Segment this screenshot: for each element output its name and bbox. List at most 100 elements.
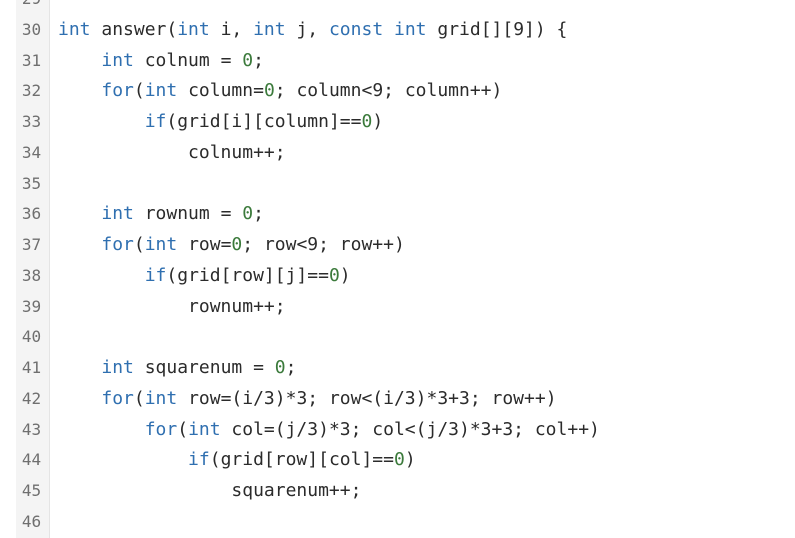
- code-text[interactable]: for(int column=0; column<9; column++): [58, 76, 502, 107]
- code-token: [383, 19, 394, 40]
- code-text[interactable]: if(grid[row][col]==0): [58, 445, 416, 476]
- keyword-token: for: [144, 418, 178, 440]
- keyword-token: if: [188, 449, 210, 471]
- code-token: row=(i/3)*3; row<(i/3)*3+3; row++): [177, 387, 557, 409]
- line-number: 34: [21, 142, 42, 162]
- code-token: rownum =: [133, 203, 243, 225]
- code-line[interactable]: 44 if(grid[row][col]==0): [0, 445, 795, 476]
- code-text[interactable]: rownum++;: [58, 292, 286, 323]
- line-number: 42: [21, 388, 42, 408]
- line-number: 44: [21, 450, 42, 470]
- indent: [58, 480, 231, 501]
- code-text[interactable]: for(int row=(i/3)*3; row<(i/3)*3+3; row+…: [58, 384, 557, 415]
- code-text[interactable]: if(grid[row][j]==0): [58, 261, 351, 292]
- keyword-token: int: [101, 357, 134, 379]
- code-line[interactable]: 41 int squarenum = 0;: [0, 353, 795, 384]
- indent: [58, 234, 101, 255]
- code-line[interactable]: 37 for(int row=0; row<9; row++): [0, 230, 795, 261]
- indent: [58, 449, 188, 470]
- code-token: colnum =: [133, 49, 243, 71]
- code-line[interactable]: 38 if(grid[row][j]==0): [0, 261, 795, 292]
- keyword-token: const: [328, 18, 384, 40]
- line-number: 30: [21, 19, 42, 39]
- code-token: column=: [177, 80, 264, 102]
- line-number: 35: [21, 173, 42, 193]
- code-token: grid[][9]) {: [426, 18, 568, 40]
- keyword-token: if: [144, 111, 167, 133]
- code-line[interactable]: 43 for(int col=(j/3)*3; col<(j/3)*3+3; c…: [0, 415, 795, 446]
- keyword-token: int: [101, 49, 134, 71]
- code-line[interactable]: 29: [0, 0, 795, 15]
- line-number: 37: [21, 235, 42, 255]
- code-text[interactable]: colnum++;: [58, 138, 286, 169]
- number-token: 0: [393, 449, 405, 471]
- code-token: ): [372, 111, 384, 133]
- line-number: 45: [21, 481, 42, 501]
- line-number: 41: [21, 358, 42, 378]
- indent: [58, 296, 188, 317]
- code-text[interactable]: for(int row=0; row<9; row++): [58, 230, 404, 261]
- line-number: 46: [21, 512, 42, 532]
- number-token: 0: [328, 264, 340, 286]
- keyword-token: int: [188, 418, 221, 440]
- keyword-token: for: [101, 387, 134, 409]
- code-text[interactable]: int answer(int i, int j, const int grid[…: [58, 15, 567, 46]
- code-token: ): [404, 449, 416, 471]
- number-token: 0: [361, 111, 373, 133]
- code-token: i,: [209, 18, 254, 40]
- indent: [58, 265, 145, 286]
- code-token: (: [133, 80, 145, 102]
- number-token: 0: [263, 80, 275, 102]
- keyword-token: for: [101, 80, 134, 102]
- line-number: 32: [21, 81, 42, 101]
- code-text[interactable]: int squarenum = 0;: [58, 353, 296, 384]
- code-text[interactable]: int colnum = 0;: [58, 46, 264, 77]
- code-token: rownum++;: [188, 295, 286, 317]
- code-line[interactable]: 36 int rownum = 0;: [0, 199, 795, 230]
- code-token: col=(j/3)*3; col<(j/3)*3+3; col++): [220, 418, 600, 440]
- line-number: 43: [21, 419, 42, 439]
- code-line[interactable]: 39 rownum++;: [0, 292, 795, 323]
- code-token: (grid[row][col]==: [209, 449, 394, 471]
- line-number: 36: [21, 204, 42, 224]
- keyword-token: int: [144, 80, 178, 102]
- keyword-token: int: [144, 234, 178, 256]
- keyword-token: for: [101, 234, 134, 256]
- indent: [58, 388, 101, 409]
- code-token: ): [339, 264, 351, 286]
- code-text[interactable]: int rownum = 0;: [58, 199, 264, 230]
- code-text[interactable]: squarenum++;: [58, 476, 361, 507]
- code-token: (: [133, 234, 145, 256]
- code-line[interactable]: 45 squarenum++;: [0, 476, 795, 507]
- code-line[interactable]: 32 for(int column=0; column<9; column++): [0, 76, 795, 107]
- code-line[interactable]: 34 colnum++;: [0, 138, 795, 169]
- code-token: j,: [285, 18, 329, 40]
- number-token: 0: [231, 234, 243, 256]
- code-line[interactable]: 42 for(int row=(i/3)*3; row<(i/3)*3+3; r…: [0, 384, 795, 415]
- code-line[interactable]: 35: [0, 169, 795, 200]
- code-token: ;: [253, 203, 264, 225]
- keyword-token: int: [394, 18, 427, 40]
- code-token: ;: [285, 357, 297, 379]
- indent: [58, 357, 101, 378]
- line-number: 33: [21, 112, 42, 132]
- number-token: 0: [242, 49, 254, 71]
- indent: [58, 50, 101, 71]
- code-line[interactable]: 31 int colnum = 0;: [0, 46, 795, 77]
- code-token: row=: [177, 234, 232, 256]
- line-number: 39: [21, 296, 42, 316]
- indent: [58, 142, 188, 163]
- code-line[interactable]: 33 if(grid[i][column]==0): [0, 107, 795, 138]
- keyword-token: int: [144, 387, 178, 409]
- code-text[interactable]: for(int col=(j/3)*3; col<(j/3)*3+3; col+…: [58, 415, 600, 446]
- code-line[interactable]: 40: [0, 322, 795, 353]
- code-token: answer(: [90, 18, 178, 40]
- code-line[interactable]: 46: [0, 507, 795, 538]
- line-number: 31: [21, 50, 42, 70]
- indent: [58, 203, 101, 224]
- number-token: 0: [242, 203, 254, 225]
- code-text[interactable]: if(grid[i][column]==0): [58, 107, 383, 138]
